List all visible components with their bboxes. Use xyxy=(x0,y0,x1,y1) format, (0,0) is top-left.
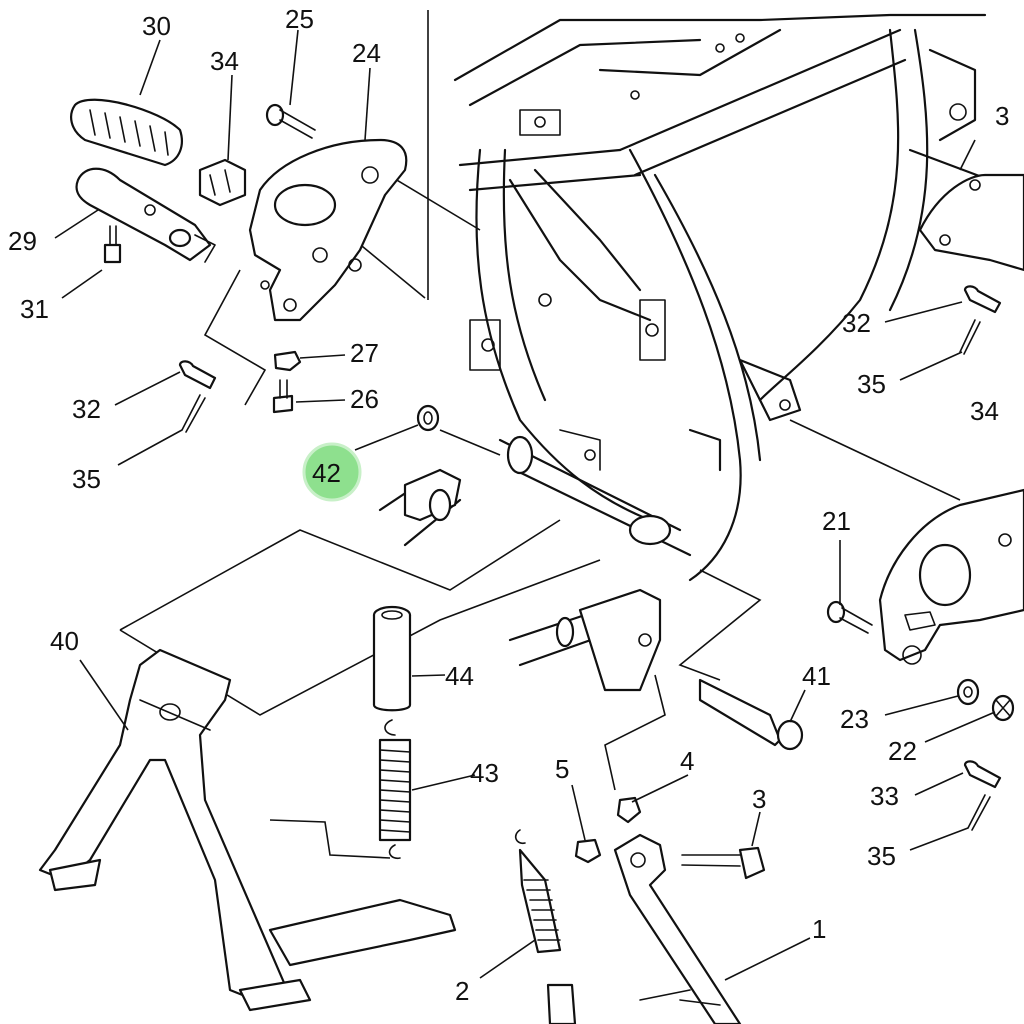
label-34-right: 34 xyxy=(970,396,999,426)
cotter-pin-35-left xyxy=(181,394,206,433)
label-1: 1 xyxy=(812,914,826,944)
reference-lines xyxy=(119,10,961,859)
label-40: 40 xyxy=(50,626,79,656)
label-34: 34 xyxy=(210,46,239,76)
label-23: 23 xyxy=(840,704,869,734)
nut-5 xyxy=(574,838,602,864)
washer-23 xyxy=(956,678,980,706)
highlight-circle xyxy=(302,442,362,502)
label-22: 22 xyxy=(888,736,917,766)
center-stand-40 xyxy=(38,648,457,1012)
bolt-21 xyxy=(826,600,873,634)
collar-44 xyxy=(372,605,412,712)
footrest-bracket-24 xyxy=(248,138,408,322)
bolt-26 xyxy=(272,379,294,414)
nut-4 xyxy=(616,796,642,824)
label-4: 4 xyxy=(680,746,694,776)
label-35-lower: 35 xyxy=(867,841,896,871)
label-27: 27 xyxy=(350,338,379,368)
label-5: 5 xyxy=(555,754,569,784)
label-30: 30 xyxy=(142,11,171,41)
cotter-pin-35-lower xyxy=(967,794,991,831)
label-24: 24 xyxy=(352,38,381,68)
pin-41 xyxy=(698,678,804,751)
label-leaders xyxy=(54,29,996,981)
label-44: 44 xyxy=(445,661,474,691)
footrest-29 xyxy=(75,167,216,263)
right-bracket-lower xyxy=(878,488,1024,665)
pin-33 xyxy=(963,760,1002,789)
label-21: 21 xyxy=(822,506,851,536)
pin-32-right xyxy=(963,285,1002,314)
circlip-42 xyxy=(416,404,440,432)
label-42: 42 xyxy=(312,458,341,488)
label-32-left: 32 xyxy=(72,394,101,424)
label-26: 26 xyxy=(350,384,379,414)
pin-32-left xyxy=(178,360,217,390)
side-stand-1 xyxy=(613,833,742,1024)
washer-22 xyxy=(991,694,1015,722)
label-41: 41 xyxy=(802,661,831,691)
bolt-3 xyxy=(681,846,766,880)
spring-2 xyxy=(514,829,577,1024)
label-25: 25 xyxy=(285,4,314,34)
label-31: 31 xyxy=(20,294,49,324)
label-29: 29 xyxy=(8,226,37,256)
label-32-right: 32 xyxy=(842,308,871,338)
bolt-25 xyxy=(265,103,316,139)
label-3: 3 xyxy=(752,784,766,814)
cotter-pin-35-right xyxy=(959,319,981,355)
label-43: 43 xyxy=(470,758,499,788)
spring-43 xyxy=(378,719,412,860)
damper-34 xyxy=(198,158,247,207)
bolt-31 xyxy=(103,225,122,264)
label-35-left: 35 xyxy=(72,464,101,494)
footrest-rubber-30 xyxy=(70,98,183,167)
nut-27 xyxy=(273,350,302,372)
label-2: 2 xyxy=(455,976,469,1006)
label-33: 33 xyxy=(870,781,899,811)
label-3-top: 3 xyxy=(995,101,1009,131)
right-footrest-bracket xyxy=(918,173,1024,272)
part-labels: 30 34 25 24 29 31 27 26 32 35 42 3 32 35… xyxy=(8,4,1009,1006)
label-35-right: 35 xyxy=(857,369,886,399)
